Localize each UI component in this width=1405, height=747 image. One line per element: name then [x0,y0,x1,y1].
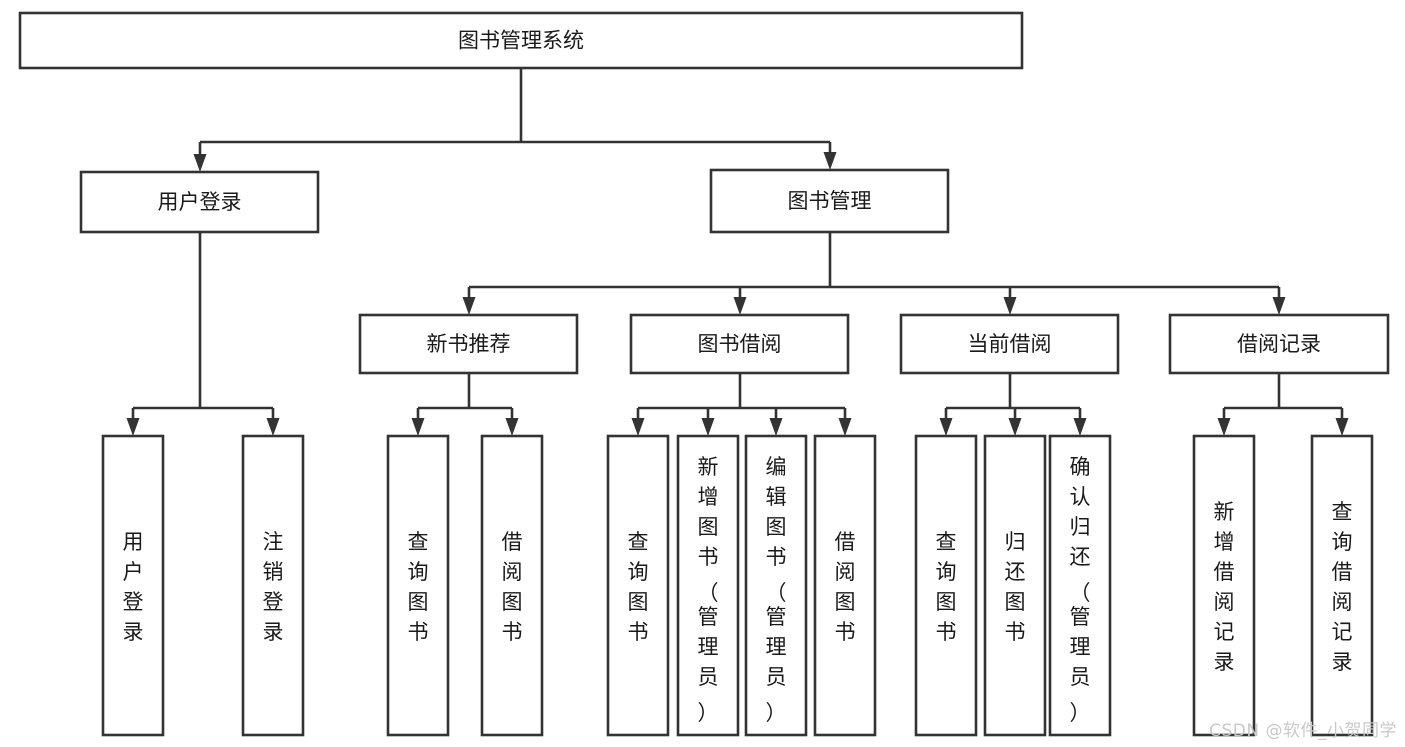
arrow-head-icon [1217,418,1231,436]
node-box[interactable] [606,434,670,737]
node-label: 归还图书 [1005,530,1026,644]
arrow-head-icon [1335,418,1349,436]
node-leaf-query-book-c[interactable]: 查询图书 [914,434,978,737]
node-leaf-borrow-book-b[interactable]: 借阅图书 [813,434,877,737]
node-label: 新增图书（管理员） [698,455,719,725]
node-label: 确认归还（管理员） [1070,455,1091,725]
node-leaf-logout[interactable]: 注销登录 [241,434,305,737]
node-book-mgmt[interactable]: 图书管理 [709,168,950,234]
node-label: 借阅图书 [502,530,523,644]
node-box[interactable] [813,434,877,737]
node-leaf-add-book[interactable]: 新增图书（管理员） [676,434,740,737]
node-leaf-user-login[interactable]: 用户登录 [101,434,165,737]
node-label: 查询图书 [408,530,429,644]
node-box[interactable] [1168,313,1390,375]
node-borrow-record[interactable]: 借阅记录 [1168,313,1390,375]
node-leaf-borrow-book-a[interactable]: 借阅图书 [480,434,544,737]
arrow-head-icon [1073,418,1087,436]
node-new-book-rec[interactable]: 新书推荐 [358,313,579,375]
node-label: 用户登录 [123,530,144,644]
node-box[interactable] [18,11,1024,70]
node-leaf-return-book[interactable]: 归还图书 [983,434,1047,737]
node-box[interactable] [1048,434,1112,737]
node-current-borrow[interactable]: 当前借阅 [899,313,1120,375]
node-label: 查询借阅记录 [1332,500,1353,674]
node-box[interactable] [709,168,950,234]
node-box[interactable] [983,434,1047,737]
arrow-head-icon [1272,297,1286,315]
arrow-head-icon [193,154,207,172]
node-login[interactable]: 用户登录 [79,170,320,234]
node-box[interactable] [1310,434,1374,737]
node-book-borrow[interactable]: 图书借阅 [629,313,850,375]
node-box[interactable] [1192,434,1256,737]
arrow-head-icon [769,418,783,436]
arrow-head-icon [126,418,140,436]
node-label: 编辑图书（管理员） [766,455,787,725]
node-root[interactable]: 图书管理系统 [18,11,1024,70]
arrow-head-icon [462,297,476,315]
node-box[interactable] [241,434,305,737]
node-label: 图书管理系统 [458,29,584,53]
node-label: 借阅图书 [835,530,856,644]
connector-layer [126,68,1349,436]
node-box[interactable] [386,434,450,737]
arrow-head-icon [701,418,715,436]
node-label: 注销登录 [263,530,284,644]
node-box[interactable] [480,434,544,737]
node-box[interactable] [744,434,808,737]
node-leaf-confirm-return[interactable]: 确认归还（管理员） [1048,434,1112,737]
node-box[interactable] [899,313,1120,375]
node-label: 新增借阅记录 [1214,500,1235,674]
node-label: 当前借阅 [968,332,1052,356]
node-label: 查询图书 [628,530,649,644]
arrow-head-icon [631,418,645,436]
node-box[interactable] [358,313,579,375]
node-leaf-query-book-a[interactable]: 查询图书 [386,434,450,737]
node-layer: 图书管理系统用户登录图书管理新书推荐图书借阅当前借阅借阅记录用户登录注销登录查询… [18,11,1390,737]
node-leaf-edit-book[interactable]: 编辑图书（管理员） [744,434,808,737]
arrow-head-icon [939,418,953,436]
arrow-head-icon [733,297,747,315]
node-label: 图书管理 [788,189,872,213]
arrow-head-icon [505,418,519,436]
arrow-head-icon [411,418,425,436]
arrow-head-icon [1003,297,1017,315]
node-box[interactable] [79,170,320,234]
node-label: 查询图书 [936,530,957,644]
arrow-head-icon [823,152,837,170]
arrow-head-icon [266,418,280,436]
node-box[interactable] [101,434,165,737]
node-leaf-query-record[interactable]: 查询借阅记录 [1310,434,1374,737]
node-leaf-query-book-b[interactable]: 查询图书 [606,434,670,737]
arrow-head-icon [838,418,852,436]
arrow-head-icon [1008,418,1022,436]
node-label: 新书推荐 [427,332,511,356]
node-box[interactable] [629,313,850,375]
node-label: 图书借阅 [698,332,782,356]
node-label: 用户登录 [158,190,242,214]
node-leaf-add-record[interactable]: 新增借阅记录 [1192,434,1256,737]
node-box[interactable] [676,434,740,737]
node-box[interactable] [914,434,978,737]
node-label: 借阅记录 [1237,332,1321,356]
